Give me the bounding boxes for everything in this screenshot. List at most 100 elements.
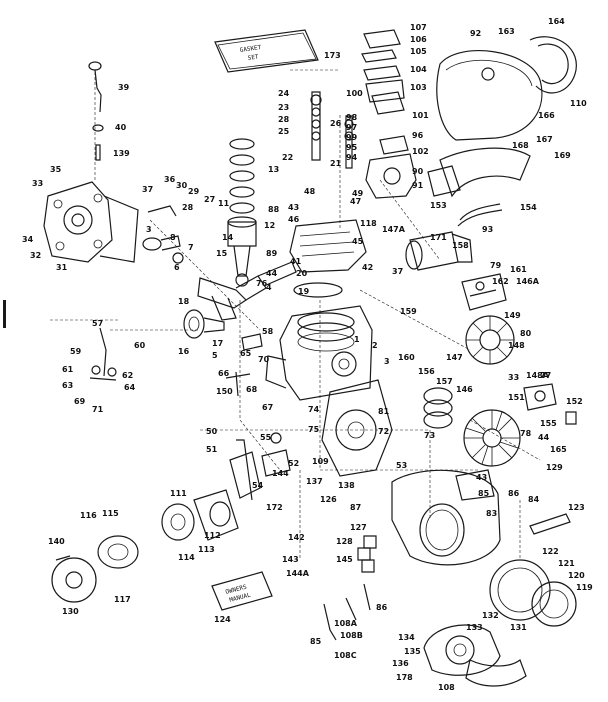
part-label: 97 [346, 123, 357, 132]
part-label: 66 [218, 369, 230, 378]
part-label: 168 [512, 141, 529, 150]
part-label: 155 [540, 419, 557, 428]
part-label: 6 [174, 263, 180, 272]
part-label: 28 [182, 203, 194, 212]
gasket-set-line2: SET [247, 53, 259, 61]
rewind-cup [423, 624, 527, 687]
part-label: 131 [510, 623, 527, 632]
part-label: 152 [566, 397, 583, 406]
carburetor [365, 91, 417, 199]
part-label: 49 [352, 189, 364, 198]
part-label: 135 [404, 647, 421, 656]
part-label: 34 [22, 235, 34, 244]
part-label: 2 [372, 341, 378, 350]
part-label: 119 [576, 583, 593, 592]
blower-housing [391, 469, 501, 566]
part-label: 47 [350, 197, 361, 206]
part-label: 148 [508, 341, 525, 350]
part-label: 107 [410, 23, 427, 32]
part-label: 126 [320, 495, 337, 504]
part-label: 127 [350, 523, 367, 532]
part-label: 109 [312, 457, 329, 466]
part-label: 165 [550, 445, 567, 454]
part-label: 80 [520, 329, 532, 338]
cam-parts [142, 205, 184, 264]
part-label: 120 [568, 571, 585, 580]
tank-bracket [427, 147, 531, 198]
part-label: 13 [268, 165, 279, 174]
part-label: 104 [410, 65, 427, 74]
part-label: 86 [508, 489, 520, 498]
part-label: 162 [492, 277, 509, 286]
part-label: 35 [50, 165, 62, 174]
part-label: 83 [486, 509, 497, 518]
part-label: 167 [536, 135, 553, 144]
part-label: 172 [266, 503, 283, 512]
part-label: 30 [176, 181, 188, 190]
part-label: 67 [262, 403, 273, 412]
part-label: 79 [490, 261, 502, 270]
part-label: 11 [218, 199, 230, 208]
part-label: 118 [360, 219, 377, 228]
part-label: 53 [396, 461, 407, 470]
dipstick-assembly [88, 61, 104, 161]
part-label: 1 [354, 335, 360, 344]
part-label: 90 [412, 167, 424, 176]
part-label: 3 [146, 225, 152, 234]
part-label: 31 [56, 263, 68, 272]
part-label: 88 [268, 205, 280, 214]
crankcase-cover [43, 181, 139, 263]
part-label: 111 [170, 489, 187, 498]
part-label: 27 [204, 195, 215, 204]
part-label: 15 [216, 249, 228, 258]
part-label: 151 [508, 393, 525, 402]
part-label: 20 [296, 269, 308, 278]
part-label: 70 [258, 355, 270, 364]
part-label: 150 [216, 387, 233, 396]
part-label: 128 [336, 537, 353, 546]
part-label: 130 [62, 607, 79, 616]
part-label: 14 [222, 233, 234, 242]
part-label: 8 [170, 233, 176, 242]
part-label: 116 [80, 511, 97, 520]
part-label: 76 [256, 279, 268, 288]
part-label: 61 [62, 365, 74, 374]
part-label: 123 [568, 503, 585, 512]
owners-manual: OWNERS MANUAL [211, 571, 273, 611]
part-label: 25 [278, 127, 290, 136]
part-label: 98 [346, 113, 358, 122]
part-label: 147 [446, 353, 463, 362]
part-label: 37 [142, 185, 153, 194]
piston-rings [229, 138, 255, 214]
part-label: 157 [436, 377, 453, 386]
part-label: 105 [410, 47, 427, 56]
part-label: 114 [178, 553, 195, 562]
part-label: 41 [290, 257, 302, 266]
part-label: 122 [542, 547, 559, 556]
part-label: 146 [456, 385, 473, 394]
part-label: 115 [102, 509, 119, 518]
part-label: 51 [206, 445, 218, 454]
part-label: 133 [466, 623, 483, 632]
part-label: 149 [504, 311, 521, 320]
part-label: 40 [115, 123, 127, 132]
fuel-line [457, 203, 503, 227]
part-label: 94 [346, 153, 358, 162]
part-label: 101 [412, 111, 429, 120]
part-label: 85 [478, 489, 490, 498]
part-label: 156 [418, 367, 435, 376]
part-label: 96 [412, 131, 424, 140]
part-label: 73 [424, 431, 435, 440]
part-label: 69 [74, 397, 86, 406]
part-label: 169 [554, 151, 571, 160]
part-label: 166 [538, 111, 555, 120]
part-label: 43 [476, 473, 487, 482]
part-label: 144A [286, 569, 310, 578]
cylinder-head [289, 219, 367, 298]
part-label: 92 [470, 29, 481, 38]
part-label: 7 [188, 243, 194, 252]
part-label: 129 [546, 463, 563, 472]
part-label: 100 [346, 89, 363, 98]
part-label: 46 [288, 215, 300, 224]
